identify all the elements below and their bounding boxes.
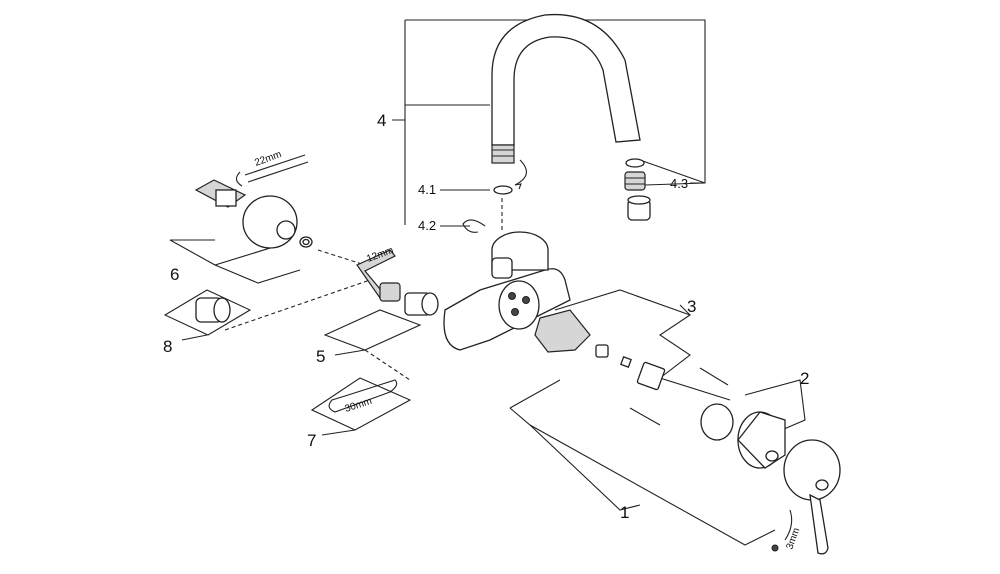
callout-6: 6 [170,265,179,284]
callout-5: 5 [316,347,325,366]
sleeve [737,411,786,469]
callout-4: 4 [377,111,386,130]
rosette [242,195,313,249]
callout-8: 8 [163,337,172,356]
lever-handle [771,439,841,555]
callout-4-1: 4.1 [418,182,436,197]
cartridge [534,309,729,426]
aerator-4-3 [624,158,651,221]
spout [491,13,641,190]
o-ring [700,403,734,441]
callout-7-bracket [310,349,412,436]
callout-1-bracket [509,379,776,546]
connector-5 [379,282,439,316]
callout-7: 7 [307,431,316,450]
callout-4-bracket [392,19,706,227]
s-union-connector [194,179,247,208]
callout-4-3: 4.3 [670,176,688,191]
callout-8-bracket [163,289,252,341]
callout-1: 1 [620,503,629,522]
callout-2-bracket [744,379,806,436]
callout-6-bracket [169,239,301,284]
callout-4-2: 4.2 [418,218,436,233]
mixer-body [443,195,571,351]
wrench-22mm [235,154,309,187]
tool-label-3mm: 3mm [784,526,802,551]
adapter-8 [195,297,231,323]
tool-label-30mm: 30mm [344,396,374,415]
tool-label-22mm: 22mm [253,149,283,169]
callout-2: 2 [800,369,809,388]
callout-5-bracket [323,309,422,356]
callout-3: 3 [687,297,696,316]
o-ring-4-1 [493,185,513,195]
wrench-30mm [328,379,398,413]
clip-4-2 [462,219,486,233]
